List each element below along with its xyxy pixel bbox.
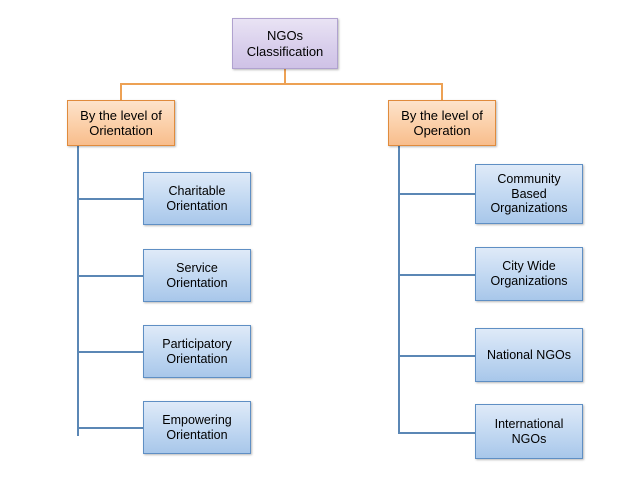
connector-left-trunk [77,146,79,436]
connector-root-to-left-branch [120,83,122,101]
node-branch-by-level-of-orientation[interactable]: By the level of Orientation [67,100,175,146]
connector-right-to-child-1 [398,193,475,195]
node-leaf-participatory-orientation[interactable]: Participatory Orientation [143,325,251,378]
node-leaf-empowering-orientation[interactable]: Empowering Orientation [143,401,251,454]
connector-root-stem [284,69,286,84]
node-leaf-international-ngos[interactable]: International NGOs [475,404,583,459]
connector-right-to-child-2 [398,274,475,276]
node-leaf-community-based-organizations[interactable]: Community Based Organizations [475,164,583,224]
connector-root-to-right-branch [441,83,443,101]
connector-right-to-child-3 [398,355,475,357]
node-leaf-city-wide-organizations[interactable]: City Wide Organizations [475,247,583,301]
node-branch-by-level-of-operation[interactable]: By the level of Operation [388,100,496,146]
connector-left-to-child-4 [77,427,143,429]
connector-left-to-child-2 [77,275,143,277]
connector-right-to-child-4 [398,432,475,434]
node-root-ngos-classification[interactable]: NGOs Classification [232,18,338,69]
connector-left-to-child-3 [77,351,143,353]
node-leaf-charitable-orientation[interactable]: Charitable Orientation [143,172,251,225]
connector-root-bus [120,83,443,85]
connector-right-trunk [398,146,400,434]
node-leaf-national-ngos[interactable]: National NGOs [475,328,583,382]
connector-left-to-child-1 [77,198,143,200]
node-leaf-service-orientation[interactable]: Service Orientation [143,249,251,302]
